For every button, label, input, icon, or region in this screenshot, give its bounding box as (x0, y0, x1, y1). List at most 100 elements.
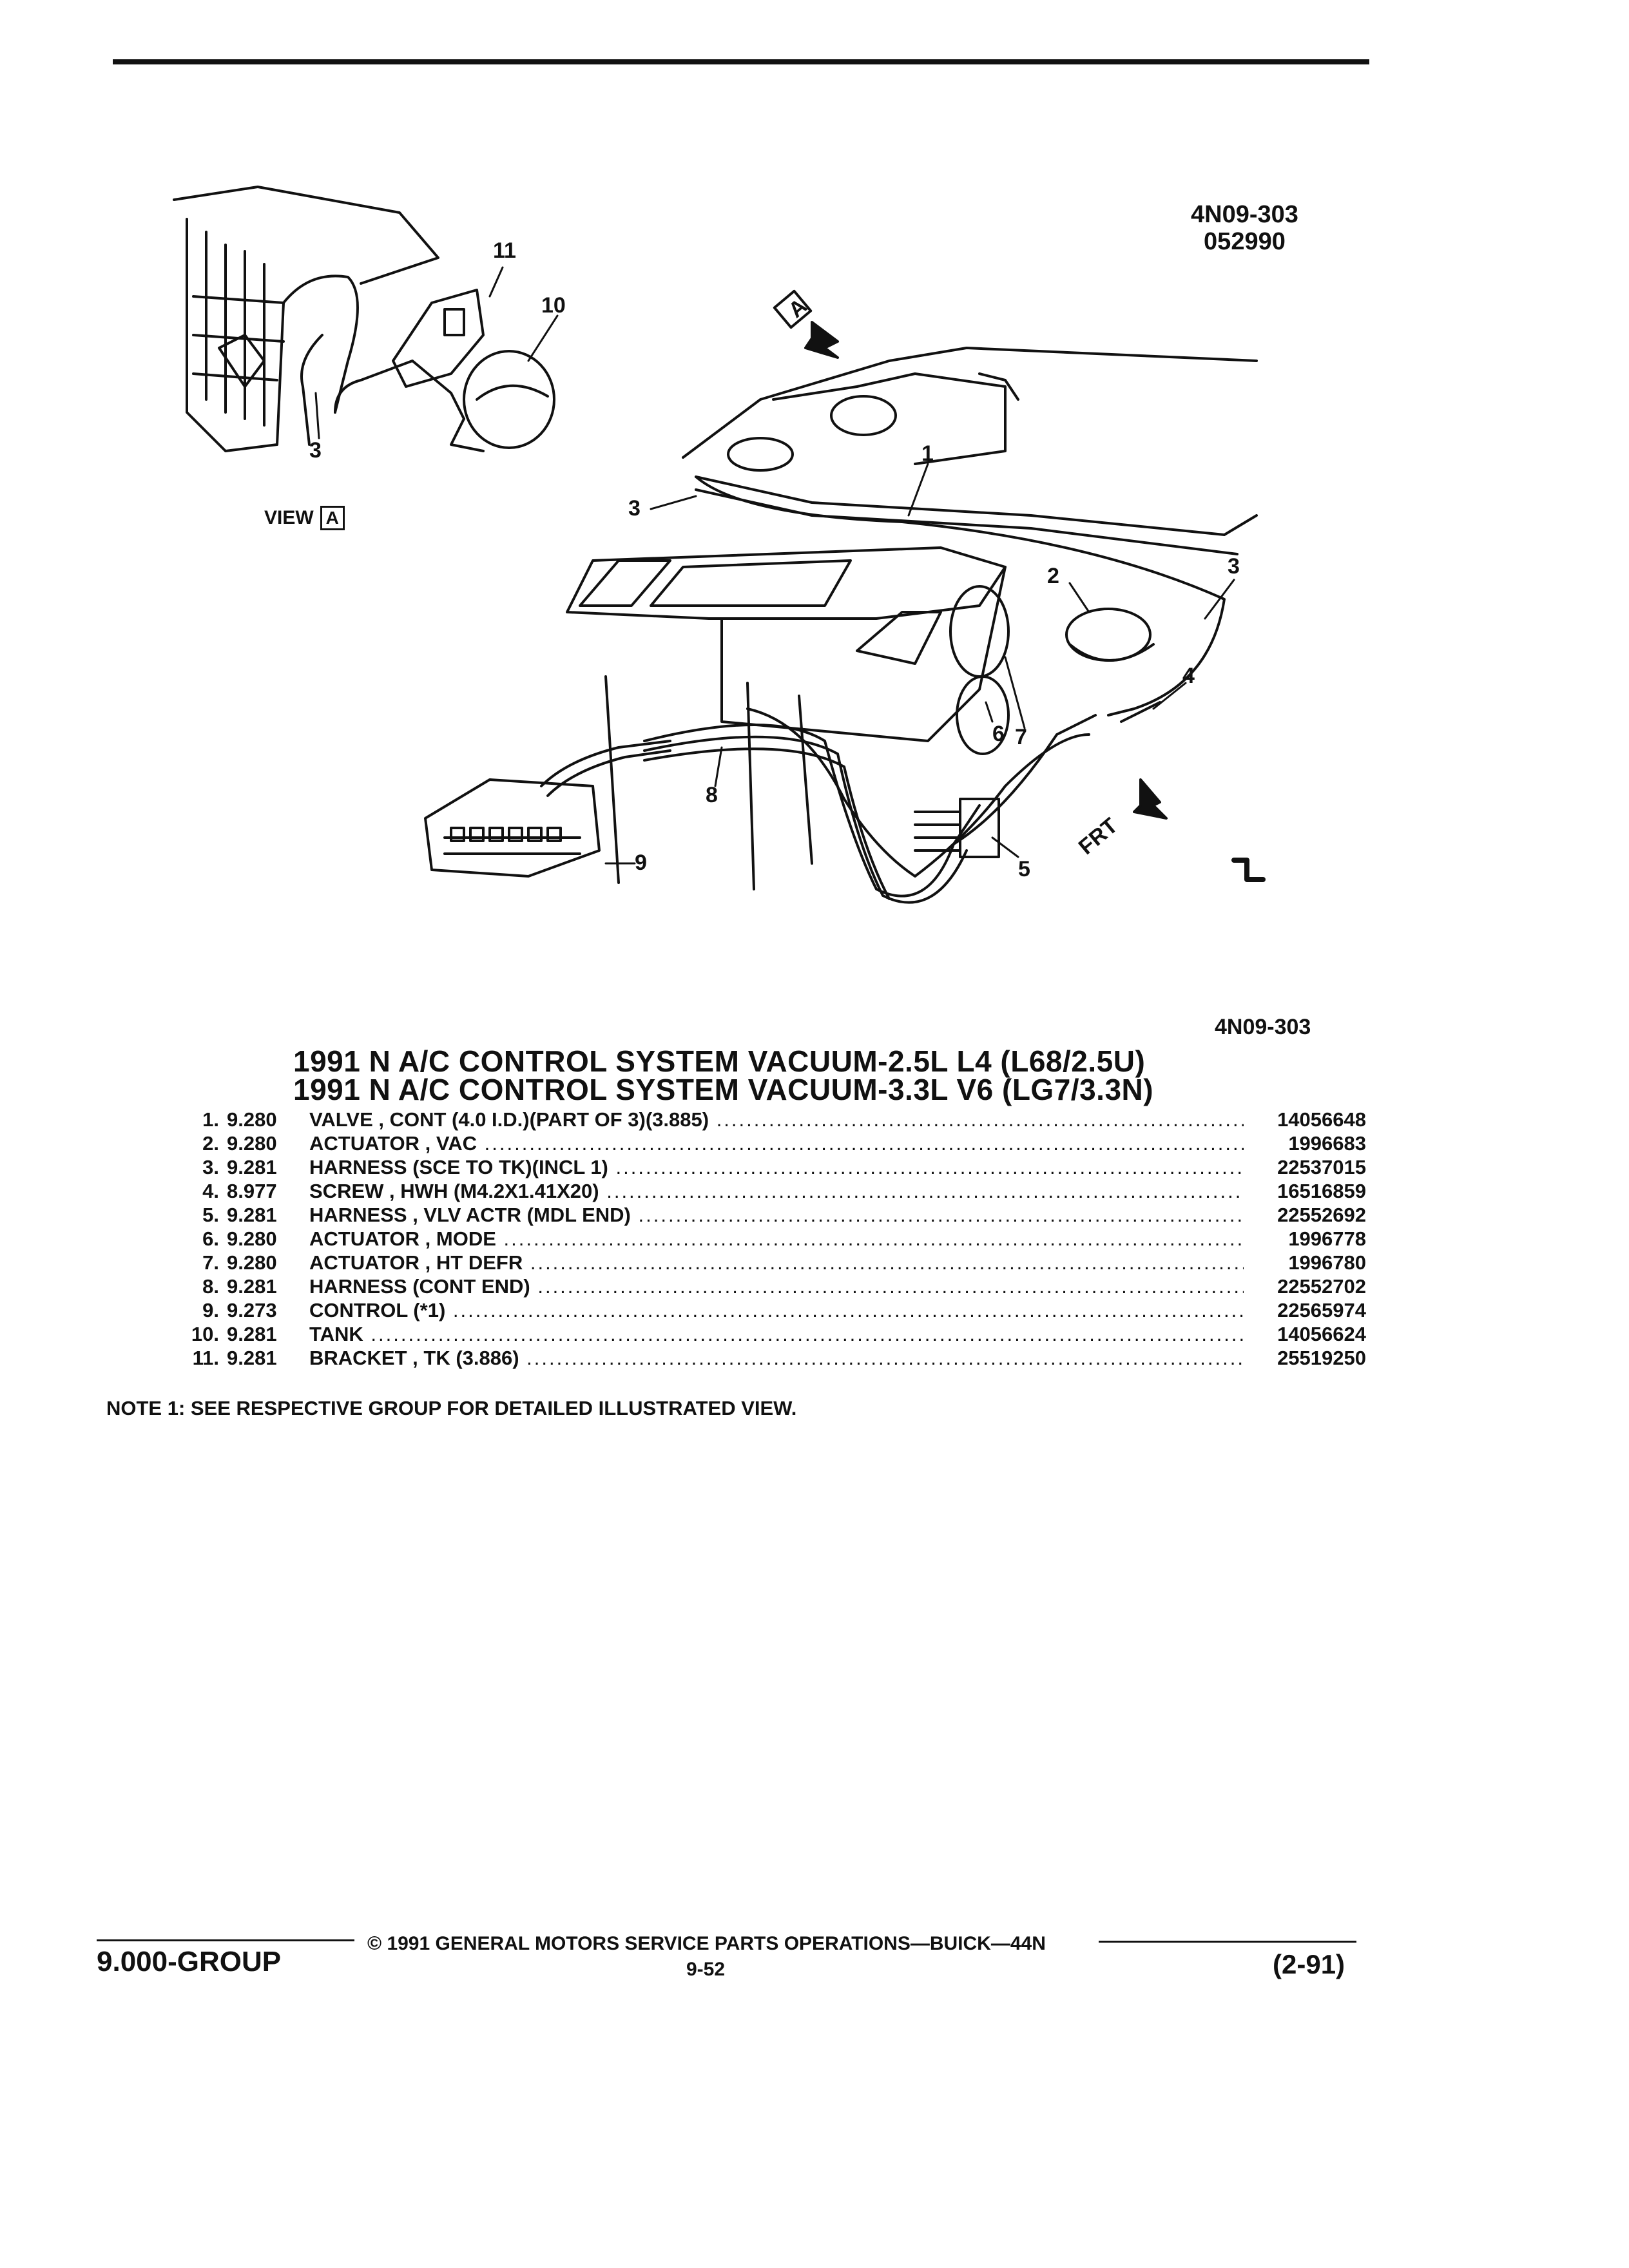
item-description: TANK (309, 1323, 1244, 1346)
callout-3-view: 3 (309, 438, 322, 463)
callout-6: 6 (992, 722, 1005, 746)
group-number: 9.280 (227, 1251, 277, 1274)
part-number: 25519250 (1277, 1347, 1366, 1369)
item-number: 3. (202, 1156, 219, 1178)
item-description: VALVE , CONT (4.0 I.D.)(PART OF 3)(3.885… (309, 1108, 1244, 1131)
group-number: 8.977 (227, 1180, 277, 1202)
item-number: 9. (202, 1299, 219, 1321)
part-number: 1996780 (1288, 1251, 1366, 1274)
part-number: 22565974 (1277, 1299, 1366, 1321)
item-description: HARNESS , VLV ACTR (MDL END) (309, 1204, 1244, 1227)
view-a-illustration (173, 186, 555, 452)
callout-3-dash: 3 (628, 496, 641, 521)
illustration-code: 4N09-303 052990 (1191, 201, 1298, 255)
group-number: 9.281 (227, 1323, 277, 1345)
footer-rule-left (97, 1939, 354, 1941)
view-a-label: VIEW A (264, 506, 345, 530)
frt-label: FRT (1074, 813, 1123, 860)
footnote: NOTE 1: SEE RESPECTIVE GROUP FOR DETAILE… (106, 1397, 797, 1419)
parts-row: 1. 9.280 VALVE , CONT (4.0 I.D.)(PART OF 3… (161, 1108, 1366, 1132)
title-line-2: 1991 N A/C CONTROL SYSTEM VACUUM-3.3L V6… (293, 1073, 1154, 1106)
page-number: 9-52 (686, 1959, 726, 1980)
group-number: 9.280 (227, 1132, 277, 1155)
item-description-text: ACTUATOR , VAC (309, 1132, 477, 1155)
part-number: 1996778 (1288, 1227, 1366, 1250)
title-line-1: 1991 N A/C CONTROL SYSTEM VACUUM-2.5L L4… (293, 1044, 1146, 1078)
illustration-code-bottom: 4N09-303 (1215, 1015, 1311, 1039)
item-description-text: CONTROL (*1) (309, 1299, 446, 1321)
item-number: 10. (191, 1323, 219, 1345)
item-description: SCREW , HWH (M4.2X1.41X20) (309, 1180, 1244, 1203)
parts-row: 8. 9.281 HARNESS (CONT END) 22552702 (161, 1275, 1366, 1299)
parts-row: 3. 9.281 HARNESS (SCE TO TK)(INCL 1) 225370… (161, 1156, 1366, 1180)
item-description-text: HARNESS , VLV ACTR (MDL END) (309, 1204, 631, 1226)
item-description-text: TANK (309, 1323, 363, 1345)
callout-4: 4 (1182, 664, 1195, 688)
callout-11: 11 (493, 238, 516, 263)
item-description: ACTUATOR , MODE (309, 1227, 1244, 1251)
footer-group: 9.000-GROUP (97, 1946, 282, 1977)
callout-7: 7 (1015, 725, 1027, 749)
callout-9: 9 (635, 850, 647, 875)
item-description: CONTROL (*1) (309, 1299, 1244, 1322)
item-number: 7. (202, 1251, 219, 1274)
view-arrow (773, 289, 839, 359)
parts-list: 1. 9.280 VALVE , CONT (4.0 I.D.)(PART OF 3… (161, 1108, 1366, 1370)
callout-8: 8 (706, 783, 718, 807)
item-number: 2. (202, 1132, 219, 1155)
item-description: HARNESS (SCE TO TK)(INCL 1) (309, 1156, 1244, 1179)
item-number: 8. (202, 1275, 219, 1298)
item-number: 4. (202, 1180, 219, 1202)
callout-1: 1 (921, 441, 934, 466)
parts-row: 7. 9.280 ACTUATOR , HT DEFR 1996780 (161, 1251, 1366, 1275)
group-number: 9.281 (227, 1275, 277, 1298)
illustration-number: 4N09-303 (1191, 201, 1298, 228)
item-description-text: HARNESS (CONT END) (309, 1275, 530, 1298)
group-number: 9.280 (227, 1227, 277, 1250)
top-rule (113, 59, 1369, 64)
parts-row: 6. 9.280 ACTUATOR , MODE 1996778 (161, 1227, 1366, 1251)
item-description-text: SCREW , HWH (M4.2X1.41X20) (309, 1180, 599, 1202)
item-description-text: VALVE , CONT (4.0 I.D.)(PART OF 3)(3.885… (309, 1108, 709, 1131)
callout-10: 10 (541, 293, 566, 318)
part-number: 22537015 (1277, 1156, 1366, 1178)
item-number: 1. (202, 1108, 219, 1131)
group-number: 9.280 (227, 1108, 277, 1131)
footer-rule-right (1099, 1941, 1356, 1943)
view-box: A (320, 506, 345, 530)
group-number: 9.273 (227, 1299, 277, 1321)
illustration-date: 052990 (1204, 228, 1286, 255)
item-description: BRACKET , TK (3.886) (309, 1347, 1244, 1370)
arrow-a-label: A (784, 294, 812, 323)
callout-5: 5 (1018, 857, 1030, 881)
item-description: HARNESS (CONT END) (309, 1275, 1244, 1298)
item-description-text: ACTUATOR , MODE (309, 1227, 496, 1250)
item-description-text: ACTUATOR , HT DEFR (309, 1251, 523, 1274)
callout-2: 2 (1047, 564, 1059, 588)
footer-copyright: © 1991 GENERAL MOTORS SERVICE PARTS OPER… (367, 1933, 1046, 1954)
item-number: 5. (202, 1204, 219, 1226)
callout-leaders (314, 266, 1235, 865)
view-label-text: VIEW (264, 507, 314, 528)
item-number: 11. (192, 1347, 219, 1369)
part-number: 22552702 (1277, 1275, 1366, 1298)
group-number: 9.281 (227, 1204, 277, 1226)
part-number: 14056648 (1277, 1108, 1366, 1131)
part-number: 14056624 (1277, 1323, 1366, 1345)
group-number: 9.281 (227, 1156, 277, 1178)
main-illustration (424, 347, 1266, 904)
parts-row: 9. 9.273 CONTROL (*1) 22565974 (161, 1299, 1366, 1323)
item-description-text: BRACKET , TK (3.886) (309, 1347, 519, 1369)
section-titles: 1991 N A/C CONTROL SYSTEM VACUUM-2.5L L4… (293, 1044, 1154, 1106)
callout-3-side: 3 (1228, 554, 1240, 579)
item-description-text: HARNESS (SCE TO TK)(INCL 1) (309, 1156, 608, 1178)
footer-date: (2-91) (1273, 1949, 1345, 1979)
item-number: 6. (202, 1227, 219, 1250)
parts-row: 10. 9.281 TANK 14056624 (161, 1323, 1366, 1347)
item-description: ACTUATOR , HT DEFR (309, 1251, 1244, 1274)
